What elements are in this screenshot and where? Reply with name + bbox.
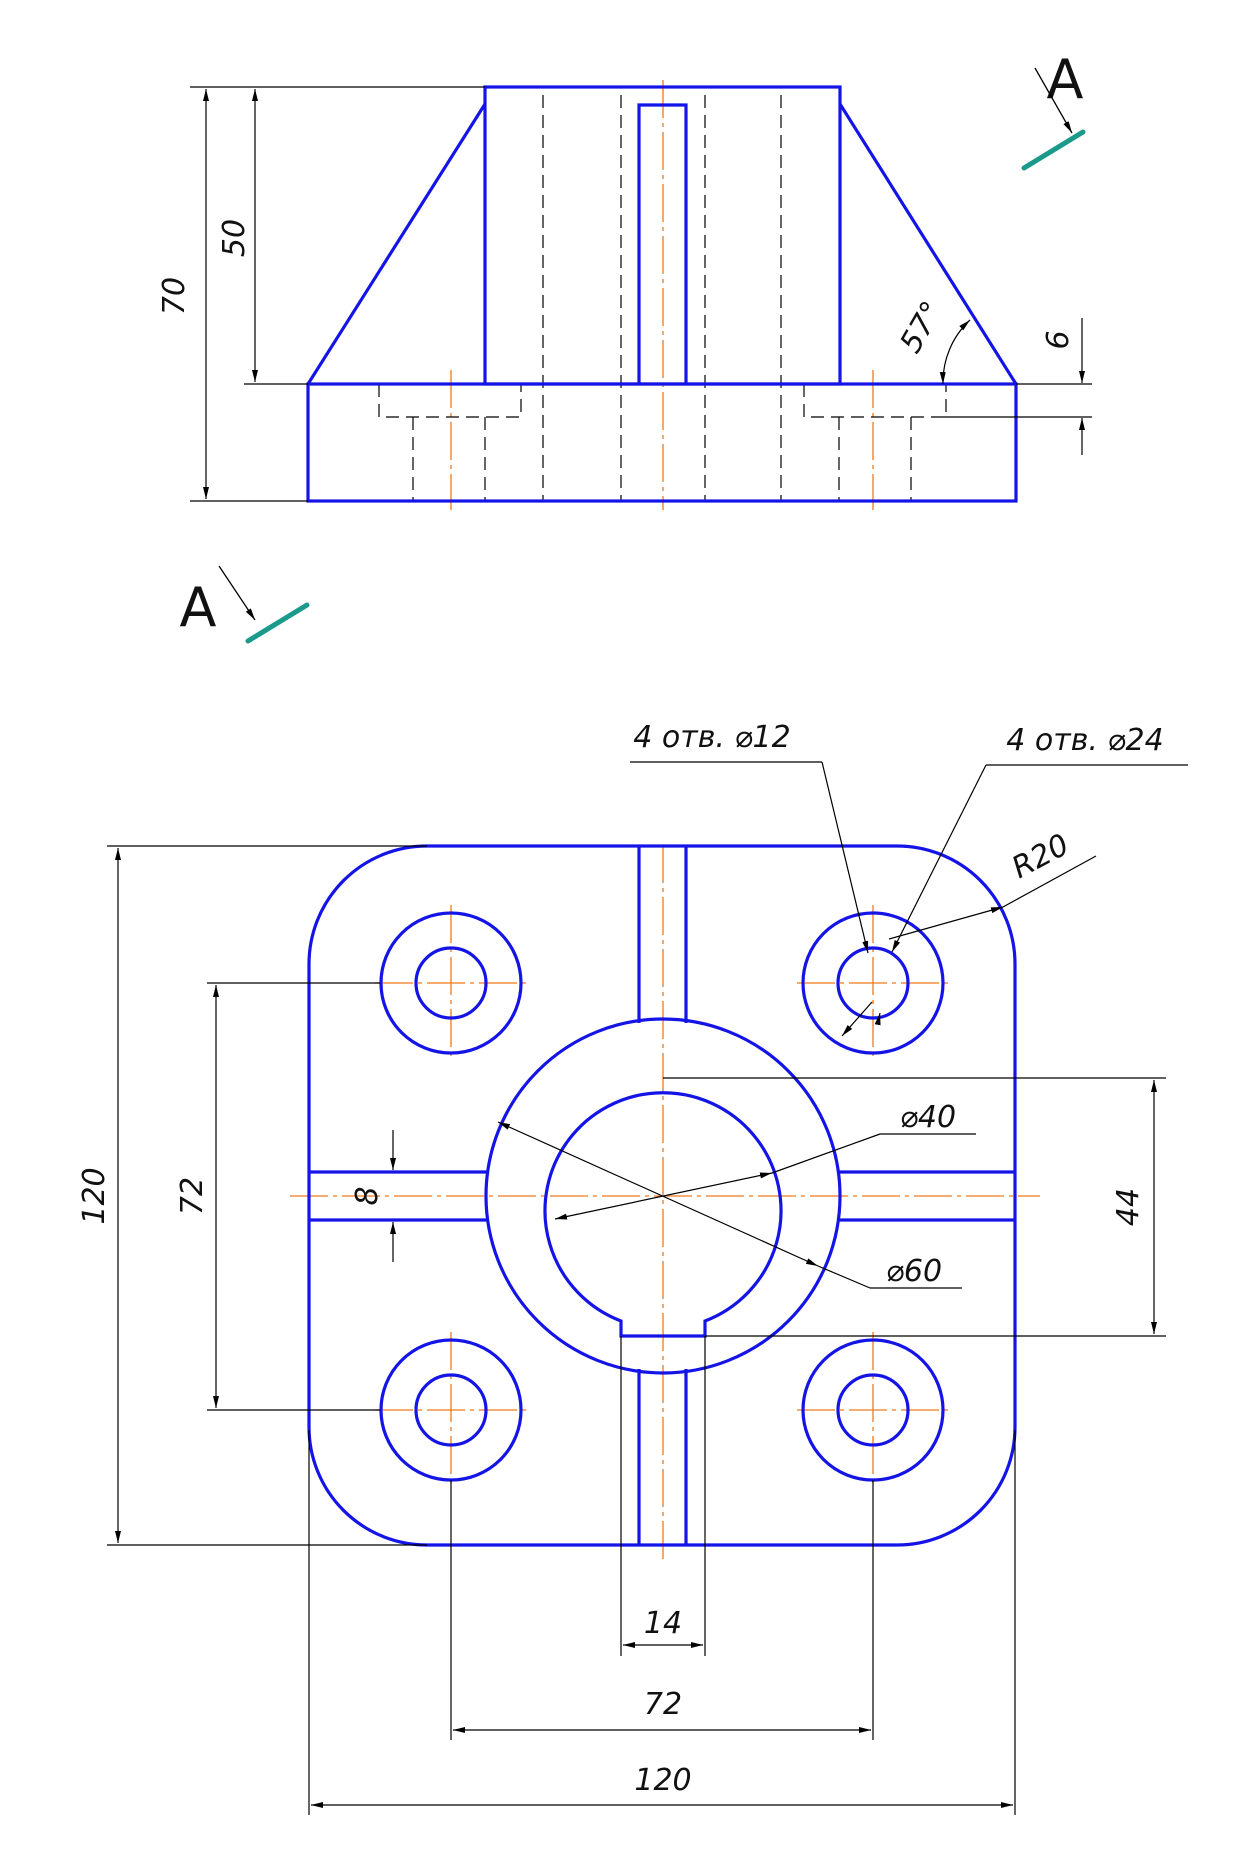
top-dim-keyway-depth: 44	[1111, 1188, 1146, 1226]
top-dim-boss-diameter: ⌀60	[886, 1254, 942, 1289]
section-mark-top: A	[1021, 48, 1086, 171]
front-dimensions	[190, 86, 1092, 502]
top-dimensions	[107, 761, 1188, 1815]
section-label-bottom: A	[180, 576, 217, 639]
top-dim-hole-spacing-horizontal: 72	[644, 1687, 682, 1722]
top-dim-corner-radius: R20	[1006, 827, 1075, 886]
front-view: 70 50 6 57°	[157, 80, 1092, 510]
top-dim-overall-height: 120	[77, 1167, 112, 1224]
cut-plane-trace-top	[1021, 129, 1086, 171]
front-outline	[306, 85, 1018, 503]
front-hidden-lines	[378, 95, 947, 500]
top-dim-overall-width: 120	[634, 1763, 691, 1798]
top-dim-bore-diameter: ⌀40	[900, 1100, 956, 1135]
top-dim-hole-spacing-vertical: 72	[175, 1177, 210, 1215]
top-dim-rib-width: 8	[350, 1186, 385, 1205]
top-view: 120 72 8 44 14 72 120 ⌀40 ⌀60 R20 4 отв.…	[77, 720, 1188, 1815]
top-note-small-holes: 4 отв. ⌀12	[633, 720, 790, 755]
cut-plane-trace-bottom	[245, 602, 310, 644]
section-mark-bottom: A	[180, 565, 310, 644]
top-dim-slot-width: 14	[644, 1606, 682, 1641]
front-center-lines	[450, 80, 874, 510]
section-label-top: A	[1047, 48, 1084, 111]
front-dim-base-step: 6	[1041, 330, 1076, 349]
front-dim-overall-height: 70	[157, 277, 192, 315]
top-outline	[307, 844, 1017, 1547]
top-note-large-holes: 4 отв. ⌀24	[1006, 723, 1163, 758]
front-dim-boss-height: 50	[217, 219, 252, 257]
front-dim-rib-angle: 57°	[893, 295, 950, 359]
